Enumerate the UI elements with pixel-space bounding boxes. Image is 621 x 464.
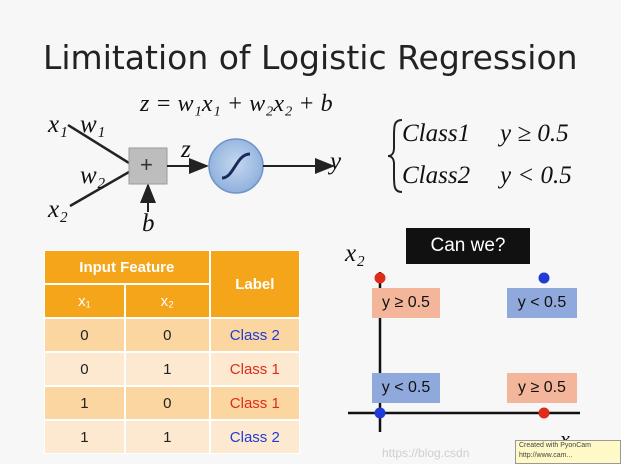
quadrant-box-bottom-right: y ≥ 0.5 (507, 373, 577, 403)
quadrant-box-top-right: y < 0.5 (507, 288, 577, 318)
table-row: 1 0 Class 1 (44, 386, 300, 420)
cell-x1: 1 (44, 386, 125, 420)
cell-label: Class 1 (209, 352, 300, 386)
point-class2-1-1 (538, 272, 550, 284)
table-row: 0 0 Class 2 (44, 318, 300, 352)
cell-x2: 1 (124, 420, 210, 454)
point-class2-0-0 (374, 407, 386, 419)
case-1-class: Class1 (402, 120, 471, 147)
x2-label: x₂ (48, 196, 68, 223)
plot-y-axis-label: x₂ (345, 240, 365, 267)
cell-x2: 0 (124, 386, 210, 420)
header-input-feature: Input Feature (44, 250, 210, 284)
slide-title: Limitation of Logistic Regression (43, 38, 578, 77)
header-x2: x₂ (124, 284, 210, 318)
header-x1: x₁ (44, 284, 125, 318)
point-class1-1-0 (538, 407, 550, 419)
watermark: https://blog.csdn (382, 446, 470, 460)
stamp-line-2: http://www.cam... (519, 452, 573, 459)
plot-x-axis-label: x (560, 426, 570, 451)
point-class1-0-1 (374, 272, 386, 284)
y-label: y (330, 148, 342, 175)
linear-equation: z = w₁x₁ + w₂x₂ + b (140, 91, 333, 117)
case-2-class: Class2 (402, 162, 471, 189)
cell-label: Class 2 (209, 420, 300, 454)
x1-label: x₁ (48, 111, 68, 138)
cell-x1: 0 (44, 318, 125, 352)
plus-sign: + (140, 152, 153, 177)
stamp-line-1: Created with PyonCam (519, 442, 591, 449)
cell-x2: 1 (124, 352, 210, 386)
cell-label: Class 2 (209, 318, 300, 352)
cell-x1: 1 (44, 420, 125, 454)
left-brace (387, 119, 403, 193)
sum-node (128, 147, 168, 185)
can-we-banner: Can we? (406, 228, 530, 264)
case-2-condition: y < 0.5 (500, 162, 572, 189)
header-label: Label (209, 250, 300, 318)
bias-label: b (142, 210, 155, 237)
w2-label: w₂ (80, 162, 106, 189)
quadrant-box-bottom-left: y < 0.5 (372, 373, 440, 403)
input-line-x1 (67, 123, 130, 165)
input-line-x2 (69, 170, 130, 208)
z-label: z (181, 136, 191, 163)
sigmoid-icon (221, 152, 251, 180)
cell-label: Class 1 (209, 386, 300, 420)
screen-capture-stamp: Created with PyonCam http://www.cam... (515, 440, 621, 464)
table-row: 1 1 Class 2 (44, 420, 300, 454)
w1-label: w₁ (80, 111, 106, 138)
input-label-table: Input Feature Label x₁ x₂ 0 0 Class 2 0 … (44, 250, 300, 454)
quadrant-box-top-left: y ≥ 0.5 (372, 288, 440, 318)
table-row: 0 1 Class 1 (44, 352, 300, 386)
case-1-condition: y ≥ 0.5 (500, 120, 569, 147)
cell-x2: 0 (124, 318, 210, 352)
cell-x1: 0 (44, 352, 125, 386)
